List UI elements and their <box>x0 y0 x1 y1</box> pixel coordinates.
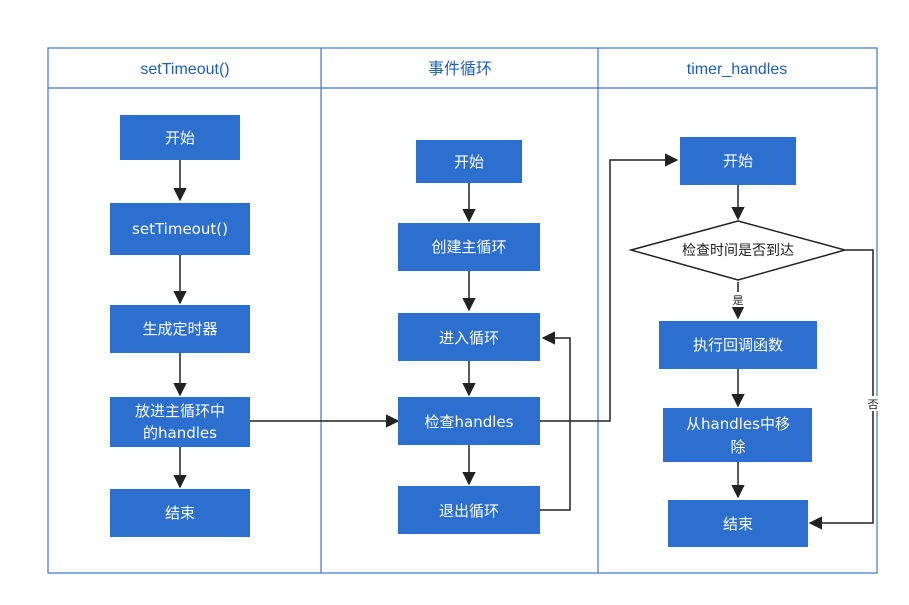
node-execute-callback: 执行回调函数 <box>659 321 817 369</box>
edge-decision-no <box>808 249 874 530</box>
node-check-handles: 检查handles <box>398 397 540 445</box>
node-create-loop-label: 创建主循环 <box>431 238 506 256</box>
node-put-line2: 的handles <box>143 424 217 442</box>
node-check-handles-label: 检查handles <box>425 413 514 431</box>
edges-right-lane <box>731 185 874 530</box>
edges-left-lane <box>173 160 400 489</box>
node-left-end-label: 结束 <box>165 504 195 522</box>
lane-title-event-loop: 事件循环 <box>428 60 492 78</box>
node-remove-line2: 除 <box>730 438 745 456</box>
lane-outer-border <box>47 47 878 574</box>
edge-label-no: 否 <box>868 398 879 411</box>
node-right-end: 结束 <box>668 500 808 547</box>
edges-middle-lane <box>462 153 679 511</box>
swimlane-frame <box>47 47 878 574</box>
node-left-start: 开始 <box>120 115 240 160</box>
node-remove-from-handles: 从handles中移 除 <box>663 408 812 462</box>
node-remove-line1: 从handles中移 <box>686 415 790 433</box>
node-right-start: 开始 <box>680 137 796 185</box>
edge-exit-loop-back <box>540 331 571 511</box>
node-enter-loop: 进入循环 <box>398 313 540 361</box>
node-enter-loop-label: 进入循环 <box>439 329 499 347</box>
no-label-bg <box>864 396 882 411</box>
edge-label-yes: 是 <box>733 294 744 307</box>
node-exit-loop-label: 退出循环 <box>439 502 499 520</box>
node-put-line1: 放进主循环中 <box>135 402 225 420</box>
node-create-timer-label: 生成定时器 <box>142 320 217 338</box>
yes-label-bg <box>729 292 747 307</box>
node-left-end: 结束 <box>110 489 250 537</box>
node-exit-loop: 退出循环 <box>398 486 540 534</box>
node-left-start-label: 开始 <box>165 129 195 147</box>
node-middle-start: 开始 <box>416 140 522 183</box>
node-right-end-label: 结束 <box>723 515 753 533</box>
node-create-timer: 生成定时器 <box>110 305 250 353</box>
node-put-into-handles: 放进主循环中 的handles <box>110 397 250 447</box>
node-decision-time-reached: 检查时间是否到达 <box>628 220 848 281</box>
edge-check-to-timer-start <box>540 153 679 422</box>
node-right-start-label: 开始 <box>723 152 753 170</box>
lane-title-timer-handles: timer_handles <box>687 61 788 78</box>
lane-title-settimeout: setTimeout() <box>140 61 229 78</box>
node-decision-label: 检查时间是否到达 <box>682 243 794 259</box>
node-settimeout-call: setTimeout() <box>110 203 250 255</box>
node-settimeout-call-label: setTimeout() <box>132 220 228 238</box>
node-middle-start-label: 开始 <box>454 153 484 171</box>
node-create-loop: 创建主循环 <box>398 223 540 271</box>
node-execute-callback-label: 执行回调函数 <box>693 336 783 354</box>
